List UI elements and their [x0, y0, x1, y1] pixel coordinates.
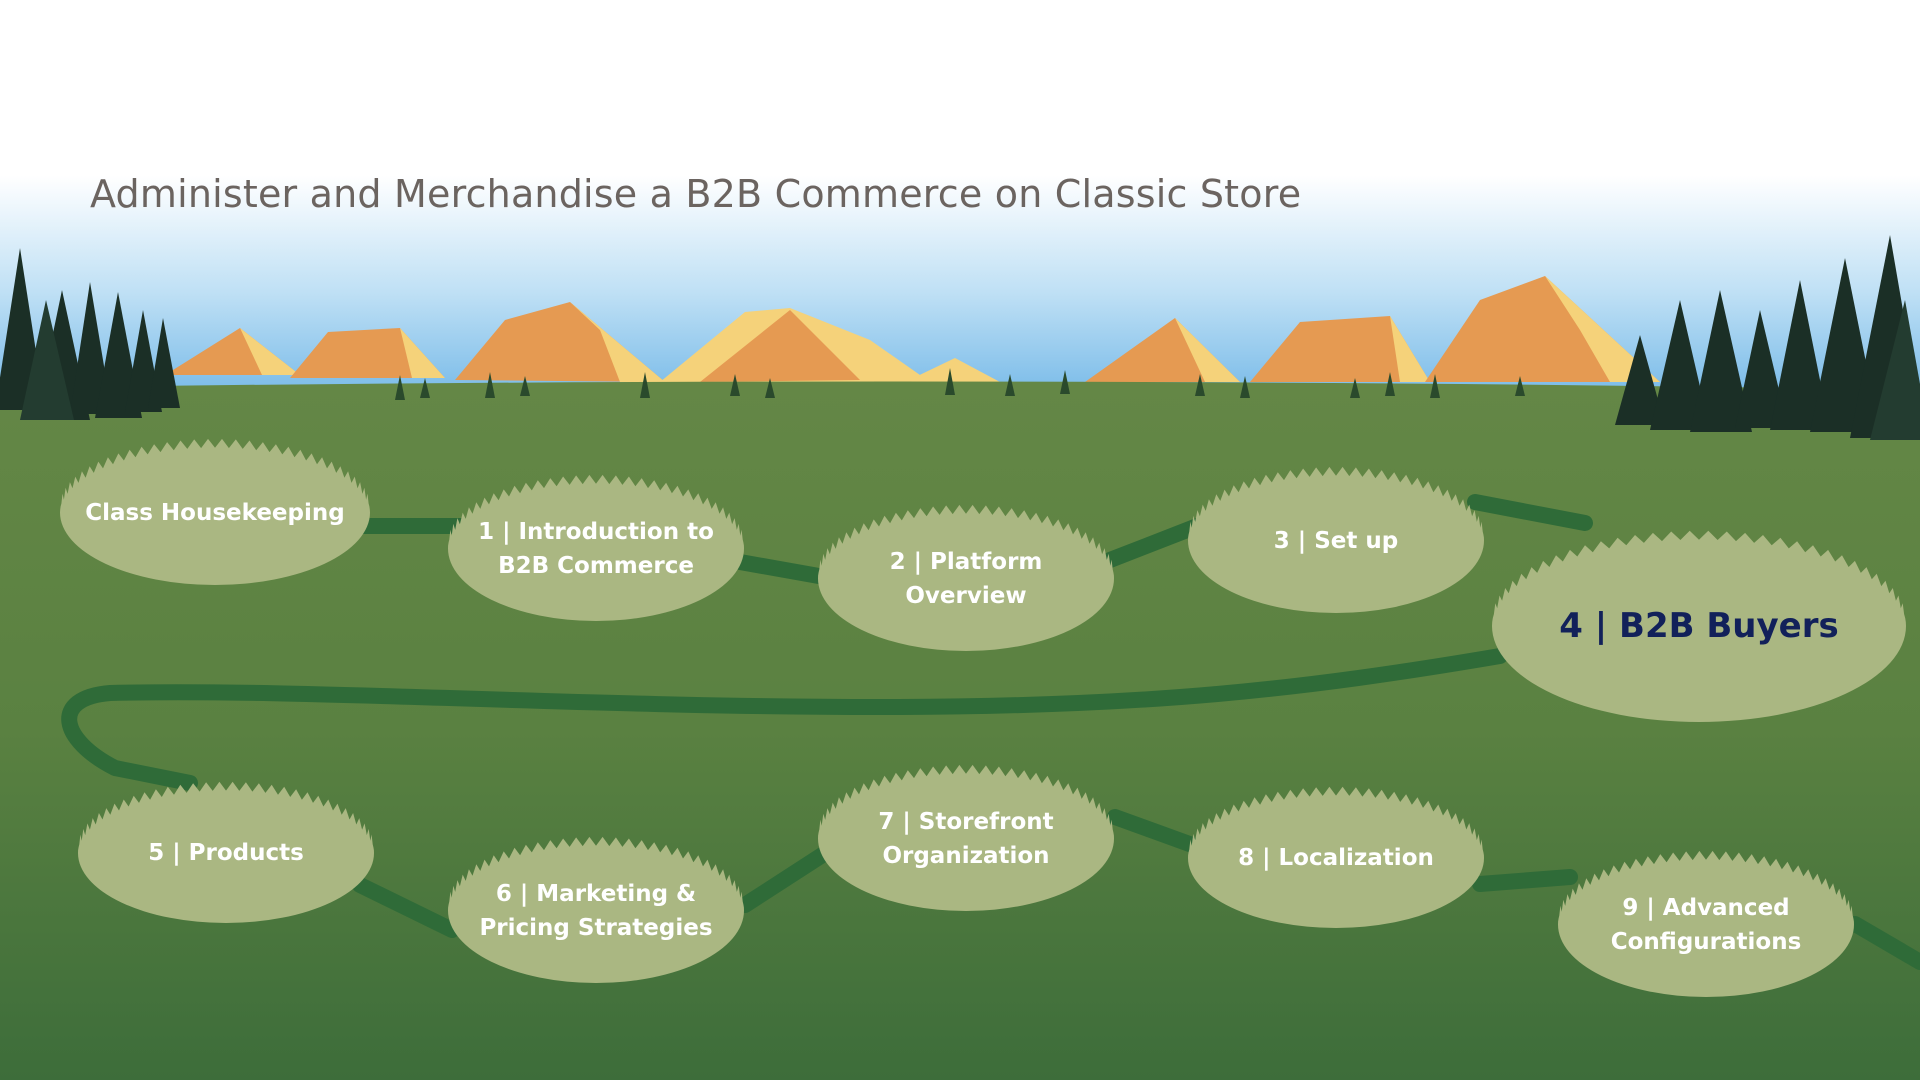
trail-path: [61, 494, 1920, 970]
module-4-b2b-buyers[interactable]: 4 | B2B Buyers: [1492, 530, 1906, 722]
module-label: 1 | Introduction to B2B Commerce: [478, 518, 714, 579]
module-class-housekeeping[interactable]: Class Housekeeping: [60, 440, 370, 585]
module-blob: [1558, 850, 1854, 997]
module-blob: [60, 438, 370, 585]
horizon-shrubs: [395, 368, 1525, 400]
module-1-introduction[interactable]: 1 | Introduction to B2B Commerce: [448, 476, 744, 621]
module-blob: [448, 836, 744, 983]
module-blobs: [60, 438, 1906, 997]
module-blob: [1188, 466, 1484, 613]
module-7-storefront-organization[interactable]: 7 | Storefront Organization: [818, 766, 1114, 911]
module-blob: [818, 504, 1114, 652]
mountain-range: [165, 276, 1660, 382]
module-label: 3 | Set up: [1273, 527, 1399, 554]
module-blob: [448, 474, 744, 621]
module-2-platform-overview[interactable]: 2 | Platform Overview: [818, 506, 1114, 651]
module-label: 7 | Storefront Organization: [878, 808, 1054, 869]
module-blob: [818, 764, 1114, 911]
module-label: 4 | B2B Buyers: [1559, 606, 1839, 646]
module-label: 8 | Localization: [1238, 845, 1434, 871]
left-trees: [0, 248, 180, 420]
module-5-products[interactable]: 5 | Products: [78, 783, 374, 923]
module-9-advanced-configurations[interactable]: 9 | Advanced Configurations: [1558, 852, 1854, 997]
module-label: 6 | Marketing & Pricing Strategies: [479, 880, 713, 941]
module-blob: [78, 781, 374, 923]
page-title: Administer and Merchandise a B2B Commerc…: [90, 172, 1302, 216]
sky: [0, 0, 1920, 390]
module-label: 2 | Platform Overview: [889, 548, 1043, 609]
module-label: Class Housekeeping: [85, 499, 345, 526]
module-label: 9 | Advanced Configurations: [1610, 894, 1802, 955]
module-6-marketing-pricing[interactable]: 6 | Marketing & Pricing Strategies: [448, 838, 744, 983]
module-blob: [1188, 786, 1484, 928]
module-blob: [1492, 530, 1906, 722]
module-8-localization[interactable]: 8 | Localization: [1188, 788, 1484, 928]
module-label: 5 | Products: [148, 840, 304, 866]
module-3-set-up[interactable]: 3 | Set up: [1188, 468, 1484, 613]
right-trees: [1615, 235, 1920, 440]
